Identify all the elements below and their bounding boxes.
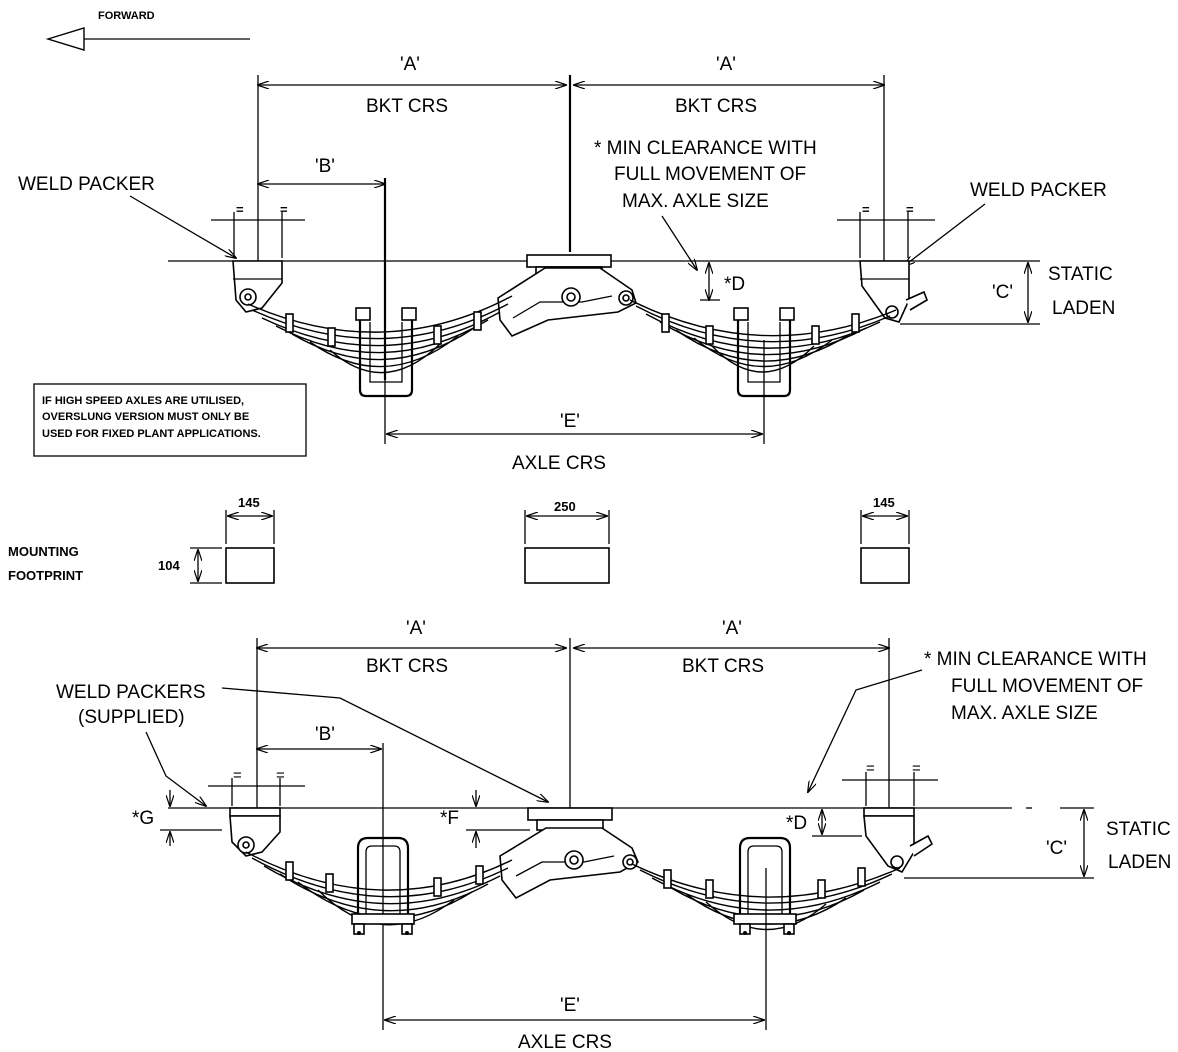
- top-min-clearance-1: * MIN CLEARANCE WITH: [594, 138, 817, 159]
- footprint-front-hanger: [225, 547, 275, 584]
- top-front-u-bolt: [355, 307, 417, 398]
- bottom-front-u-bolt: [351, 836, 415, 935]
- bottom-equal-4: =: [912, 760, 921, 777]
- bottom-dim-a-left: 'A': [406, 618, 426, 639]
- top-dim-a-right: 'A': [716, 54, 736, 75]
- top-dimension-c: [900, 260, 1040, 325]
- top-dimension-a: [258, 75, 884, 261]
- footprint-label-1: MOUNTING: [8, 544, 79, 559]
- bottom-min-clearance-1: * MIN CLEARANCE WITH: [924, 649, 1147, 670]
- footprint-label-2: FOOTPRINT: [8, 568, 83, 583]
- top-rear-hanger: [859, 260, 928, 323]
- bottom-equaliser: [499, 807, 640, 900]
- bottom-axle-crs: AXLE CRS: [518, 1032, 612, 1052]
- footprint-left-width-dim: [225, 510, 275, 544]
- top-front-leaf-spring: [247, 295, 513, 374]
- footprint-height: 104: [158, 558, 180, 573]
- bottom-static: STATIC: [1106, 819, 1171, 840]
- top-dim-e: 'E': [560, 411, 580, 432]
- footprint-rear-hanger: [860, 547, 910, 584]
- top-equal-1: =: [236, 202, 244, 217]
- top-axle-crs: AXLE CRS: [512, 453, 606, 474]
- top-dim-a-left: 'A': [400, 54, 420, 75]
- top-dimension-d: [700, 263, 720, 300]
- footprint-right-width-dim: [860, 510, 910, 544]
- bottom-dim-c: 'C': [1046, 838, 1067, 859]
- bottom-rear-hanger: [863, 807, 934, 874]
- bottom-equal-dims-left: [208, 778, 305, 806]
- bottom-front-leaf-spring: [245, 851, 513, 926]
- bottom-dim-d: *D: [786, 813, 807, 834]
- note-line-3: USED FOR FIXED PLANT APPLICATIONS.: [42, 428, 261, 440]
- bottom-min-clearance-leader: [808, 669, 923, 792]
- bottom-dim-f: *F: [440, 808, 459, 829]
- forward-arrow: [45, 27, 250, 51]
- footprint-mid-width-dim: [524, 510, 610, 544]
- top-bkt-crs-right: BKT CRS: [675, 96, 757, 117]
- footprint-width-right: 145: [873, 495, 895, 510]
- bottom-laden: LADEN: [1108, 852, 1171, 873]
- bottom-rear-u-bolt: [733, 836, 797, 935]
- top-equaliser: [497, 254, 637, 337]
- top-front-hanger: [232, 260, 283, 313]
- top-min-clearance-leader: [661, 215, 697, 270]
- bottom-dimension-g: [160, 790, 222, 846]
- bottom-dimension-e: [385, 868, 767, 1030]
- top-weld-packer-left: WELD PACKER: [18, 174, 155, 195]
- bottom-min-clearance-2: FULL MOVEMENT OF: [951, 676, 1143, 697]
- top-dim-c: 'C': [992, 282, 1013, 303]
- overslung-note-box: [33, 383, 307, 457]
- top-equal-3: =: [862, 202, 870, 217]
- bottom-front-hanger: [229, 807, 281, 857]
- bottom-weld-packers-leader-centre: [221, 687, 548, 802]
- top-dim-d: *D: [724, 274, 745, 295]
- top-weld-packer-left-leader: [129, 195, 236, 258]
- top-bkt-crs-left: BKT CRS: [366, 96, 448, 117]
- bottom-weld-packers-leader-left: [145, 731, 206, 806]
- top-dimension-e: [384, 340, 765, 444]
- bottom-equal-1: =: [233, 767, 242, 784]
- footprint-width-mid: 250: [554, 499, 576, 514]
- top-equal-dims-right: [837, 212, 935, 258]
- top-equal-2: =: [280, 202, 288, 217]
- top-weld-packer-right: WELD PACKER: [970, 180, 1107, 201]
- bottom-dim-b: 'B': [315, 724, 335, 745]
- forward-label: FORWARD: [98, 10, 155, 22]
- bottom-dim-g: *G: [132, 808, 154, 829]
- top-equal-4: =: [906, 202, 914, 217]
- top-static: STATIC: [1048, 264, 1113, 285]
- bottom-bkt-crs-left: BKT CRS: [366, 656, 448, 677]
- top-dim-b: 'B': [315, 156, 335, 177]
- bottom-dimension-d: [812, 810, 862, 837]
- bottom-dimension-f: [466, 790, 530, 848]
- bottom-dimension-c: [904, 807, 1094, 879]
- top-equal-dims-left: [211, 212, 305, 258]
- note-line-1: IF HIGH SPEED AXLES ARE UTILISED,: [42, 395, 244, 407]
- footprint-height-dim: [190, 547, 222, 584]
- top-weld-packer-right-leader: [904, 203, 986, 266]
- bottom-dimension-a: [257, 638, 889, 808]
- bottom-weld-packers-1: WELD PACKERS: [56, 682, 206, 703]
- top-min-clearance-2: FULL MOVEMENT OF: [614, 164, 806, 185]
- bottom-min-clearance-3: MAX. AXLE SIZE: [951, 703, 1098, 724]
- footprint-equaliser: [524, 547, 610, 584]
- bottom-equal-3: =: [866, 760, 875, 777]
- bottom-dim-e: 'E': [560, 995, 580, 1016]
- top-dimension-b: [258, 178, 387, 380]
- bottom-weld-packers-2: (SUPPLIED): [78, 707, 185, 728]
- top-laden: LADEN: [1052, 298, 1115, 319]
- note-line-2: OVERSLUNG VERSION MUST ONLY BE: [42, 411, 249, 423]
- bottom-equal-2: =: [276, 767, 285, 784]
- top-min-clearance-3: MAX. AXLE SIZE: [622, 191, 769, 212]
- bottom-dim-a-right: 'A': [722, 618, 742, 639]
- top-rear-leaf-spring: [629, 299, 897, 373]
- footprint-width-left: 145: [238, 495, 260, 510]
- bottom-dimension-b: [257, 743, 384, 1030]
- bottom-equal-dims-right: [842, 772, 938, 806]
- bottom-bkt-crs-right: BKT CRS: [682, 656, 764, 677]
